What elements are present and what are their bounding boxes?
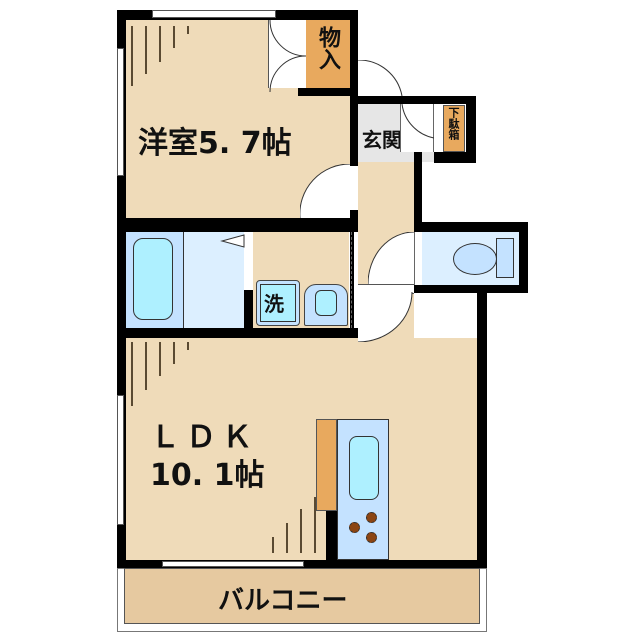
door-swing-toilet (368, 232, 415, 285)
floor-tick (145, 26, 147, 74)
wall-closet-right (350, 10, 358, 100)
western-room-label: 洋室5. 7帖 (138, 126, 292, 161)
floor-tick (145, 342, 147, 390)
floor-tick (131, 26, 133, 86)
floor-tick (187, 342, 189, 350)
wall-entrance-top (358, 96, 476, 104)
door-swing-entrance (401, 104, 434, 139)
stove-burner-icon (349, 522, 360, 533)
closet-door[interactable] (268, 20, 306, 88)
floor-tick (173, 342, 175, 364)
entrance-door[interactable] (400, 104, 434, 152)
wall-western-right (350, 96, 358, 166)
ldk-floor (126, 338, 478, 560)
wall-hallway-right (414, 152, 422, 234)
wall-toilet-bottom (414, 285, 528, 293)
wall-wash-right (350, 232, 354, 338)
shoe-box-label: 下駄箱 (447, 107, 460, 140)
floor-tick (159, 342, 161, 376)
floor-tick (159, 26, 161, 62)
wall-left (117, 10, 126, 568)
entrance-label: 玄関 (362, 128, 402, 152)
kitchen-shelf (316, 419, 337, 511)
window-western-left (117, 48, 124, 176)
kitchen-sink-icon (349, 436, 379, 500)
shoe-box[interactable] (443, 105, 465, 152)
ldk-size: 10. 1帖 (150, 458, 265, 493)
balcony-floor (124, 568, 480, 624)
washing-machine-inner (260, 284, 296, 322)
wall-bath-divider (244, 290, 253, 338)
wall-western-bottom (117, 218, 358, 232)
floor-tick (187, 26, 189, 34)
wall-toilet-right (519, 222, 528, 293)
stove-burner-icon (366, 532, 377, 543)
door-swing-closet-outer (358, 60, 403, 97)
bathtub-icon (133, 238, 173, 320)
wall-closet-bottom (298, 88, 358, 96)
wall-kitchen-back (326, 510, 337, 560)
shower-icon (220, 234, 245, 248)
window-western-top (152, 10, 276, 18)
floor-tick (286, 523, 288, 553)
window-balcony-door[interactable] (162, 561, 304, 567)
wall-ldk-top (117, 328, 358, 338)
washer-label: 洗 (264, 292, 284, 316)
toilet-tank (496, 238, 514, 278)
floor-tick (173, 26, 175, 48)
toilet-room-door[interactable] (414, 232, 422, 285)
balcony-label: バルコニー (218, 586, 348, 616)
door-swing-closet (269, 20, 307, 92)
ldk-label: ＬＤＫ (150, 420, 258, 455)
floor-tick (272, 537, 274, 553)
window-ldk-left (117, 395, 124, 525)
bath-door[interactable] (245, 232, 252, 290)
floor-tick (131, 342, 133, 406)
wall-ldk-right (477, 285, 487, 568)
door-ldk[interactable] (358, 292, 414, 342)
wall-shoebox-right (466, 96, 476, 163)
stove-burner-icon (366, 512, 377, 523)
closet-label: 物入 (315, 26, 340, 70)
floor-tick (314, 497, 316, 553)
closet[interactable] (306, 20, 350, 88)
door-western-room[interactable] (300, 164, 350, 218)
wall-toilet-top (414, 222, 528, 232)
floor-tick (300, 509, 302, 553)
wall-entrance-bottom (434, 152, 476, 163)
washbasin-bowl (315, 290, 337, 316)
toilet-icon (453, 243, 497, 275)
partition-line (351, 232, 354, 328)
